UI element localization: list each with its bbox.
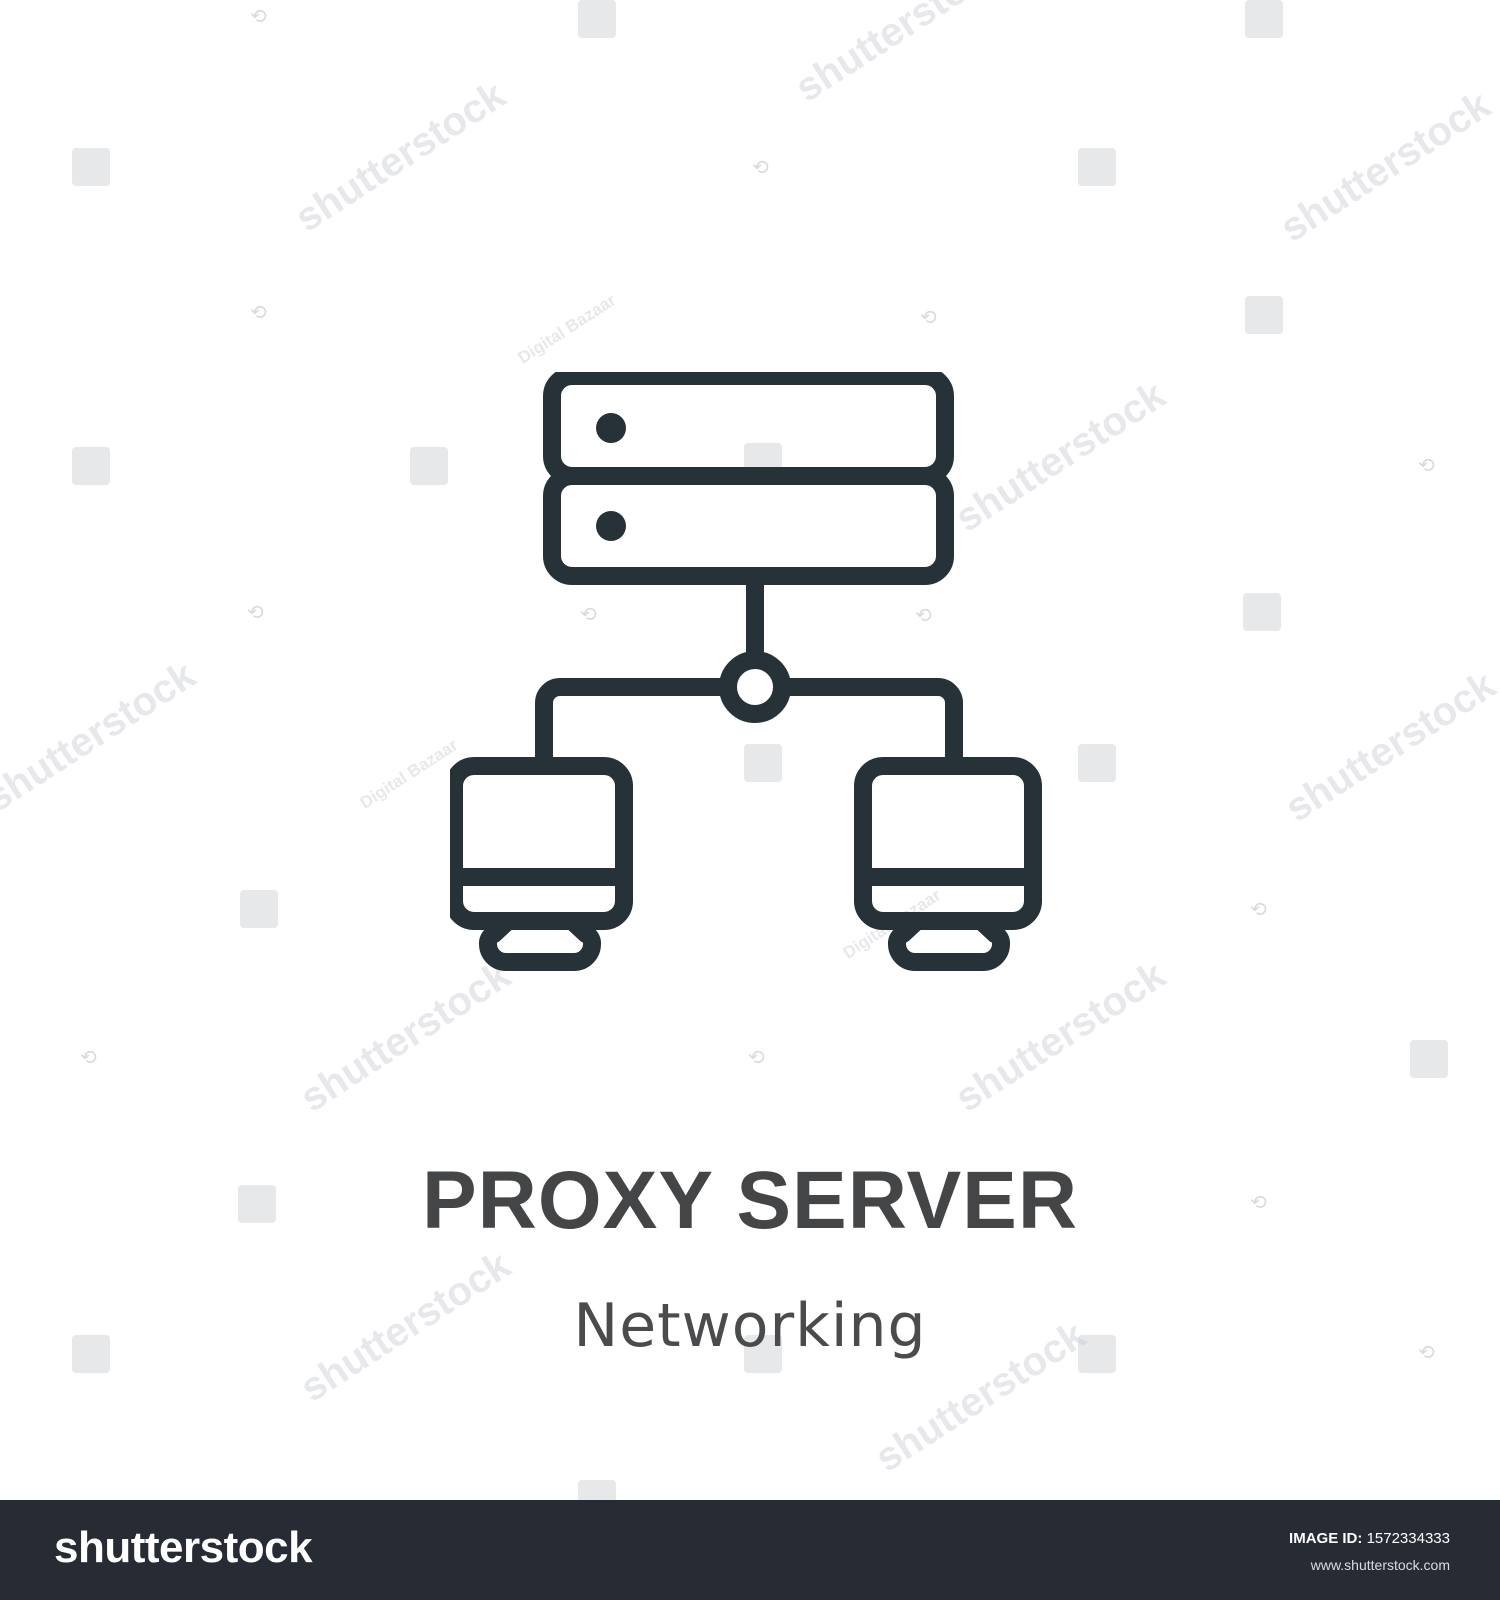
watermark-square bbox=[1410, 1040, 1448, 1078]
server-led-top bbox=[596, 413, 626, 443]
shutterstock-logo: shutterstock bbox=[54, 1523, 313, 1572]
watermark-glyph: ⟲ bbox=[920, 305, 937, 329]
computer-right-monitor bbox=[854, 757, 1042, 930]
watermark-square bbox=[72, 447, 110, 485]
watermark-brand: shutterstock bbox=[0, 652, 204, 821]
watermark-square bbox=[240, 890, 278, 928]
watermark-glyph: ⟲ bbox=[247, 600, 264, 624]
image-id-label: IMAGE ID: bbox=[1289, 1530, 1363, 1547]
computer-right-stand bbox=[888, 912, 1010, 971]
branch-left bbox=[535, 678, 737, 765]
watermark-brand: shutterstock bbox=[787, 0, 1014, 111]
footer-bar: shutterstock IMAGE ID: 1572334333 www.sh… bbox=[0, 1500, 1500, 1600]
server-led-bottom bbox=[596, 511, 626, 541]
watermark-glyph: ⟲ bbox=[250, 300, 267, 324]
watermark-brand: shutterstock bbox=[287, 72, 514, 241]
watermark-square bbox=[578, 0, 616, 38]
image-id: IMAGE ID: 1572334333 bbox=[1289, 1530, 1450, 1547]
watermark-author: Digital Bazaar bbox=[356, 735, 462, 813]
icon-title: PROXY SERVER bbox=[421, 1155, 1079, 1246]
proxy-server-icon bbox=[450, 372, 1050, 982]
watermark-square bbox=[1245, 296, 1283, 334]
watermark-glyph: ⟲ bbox=[748, 1045, 765, 1069]
watermark-square bbox=[1245, 0, 1283, 38]
watermark-glyph: ⟲ bbox=[250, 4, 267, 28]
watermark-glyph: ⟲ bbox=[80, 1045, 97, 1069]
watermark-square bbox=[72, 148, 110, 186]
computer-left-monitor bbox=[450, 757, 633, 930]
watermark-square bbox=[410, 447, 448, 485]
branch-right bbox=[773, 678, 963, 765]
watermark-square bbox=[1243, 593, 1281, 631]
watermark-square bbox=[1078, 148, 1116, 186]
watermark-brand: shutterstock bbox=[1277, 662, 1500, 831]
watermark-glyph: ⟲ bbox=[1250, 897, 1267, 921]
icon-category: Networking bbox=[573, 1291, 927, 1361]
watermark-glyph: ⟲ bbox=[752, 155, 769, 179]
image-id-value: 1572334333 bbox=[1366, 1530, 1450, 1547]
watermark-brand: shutterstock bbox=[1272, 82, 1499, 251]
watermark-square bbox=[1078, 744, 1116, 782]
site-url: www.shutterstock.com bbox=[1310, 1557, 1450, 1573]
computer-left-stand bbox=[479, 912, 601, 971]
watermark-glyph: ⟲ bbox=[1418, 453, 1435, 477]
watermark-author: Digital Bazaar bbox=[514, 290, 620, 368]
